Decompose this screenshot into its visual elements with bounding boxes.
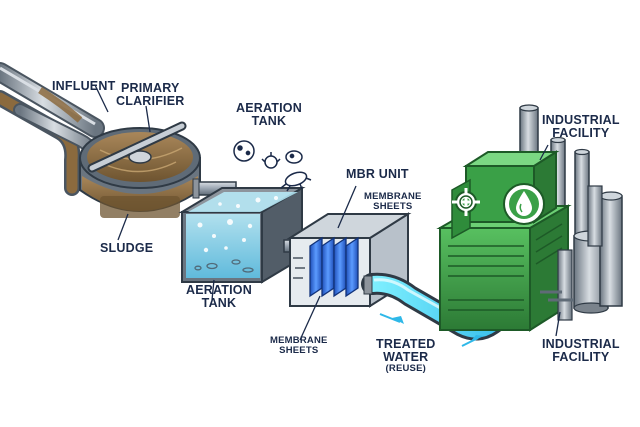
membrane-sheets-bottom-label-line2: SHEETS	[279, 344, 319, 356]
industrial-facility-top-label: INDUSTRIAL FACILITY	[542, 113, 620, 141]
primary-clarifier-label: PRIMARY CLARIFIER	[116, 81, 185, 109]
membrane-sheets-bottom-label: MEMBRANE SHEETS	[270, 336, 328, 356]
industrial-facility-bottom-label-line1: INDUSTRIAL	[542, 337, 620, 351]
treated-water-label: TREATED WATER (REUSE)	[376, 337, 436, 375]
treated-water-label-line3: (REUSE)	[385, 363, 426, 375]
membrane-sheets-top-label: MEMBRANE SHEETS	[364, 192, 422, 212]
water-drop-icon	[503, 183, 545, 225]
aeration-tank-bottom-label-line1: AERATION	[186, 283, 252, 297]
influent-label: INFLUENT	[52, 79, 116, 93]
membrane-sheets-bottom-label-line1: MEMBRANE	[270, 335, 328, 346]
sludge-label: SLUDGE	[100, 241, 154, 255]
primary-clarifier-label-line2: CLARIFIER	[116, 94, 185, 109]
industrial-facility	[436, 104, 623, 332]
industrial-facility-top-label-line1: INDUSTRIAL	[542, 113, 620, 127]
aeration-tank-top-label-line2: TANK	[251, 114, 287, 129]
mbr-unit-label: MBR UNIT	[346, 167, 409, 181]
flow-arrow-icon	[379, 313, 484, 347]
recycle-gear-icon	[452, 188, 480, 216]
aeration-tank-top-label: AERATION TANK	[236, 101, 302, 129]
membrane-sheets	[309, 236, 359, 298]
industrial-facility-bottom-label-line2: FACILITY	[552, 350, 610, 365]
leader-lines	[94, 84, 561, 341]
aeration-tank-top-label-line1: AERATION	[236, 101, 302, 115]
membrane-sheets-top-label-line1: MEMBRANE	[364, 191, 422, 202]
aeration-tank	[178, 186, 306, 284]
primary-clarifier-label-line1: PRIMARY	[120, 81, 180, 95]
primary-clarifier	[79, 121, 201, 218]
industrial-facility-top-label-line2: FACILITY	[552, 126, 610, 141]
aeration-tank-bottom-label: AERATION TANK	[186, 283, 252, 311]
industrial-facility-bottom-label: INDUSTRIAL FACILITY	[542, 337, 620, 365]
membrane-sheets-top-label-line2: SHEETS	[373, 200, 413, 212]
treated-water-label-line1: TREATED	[376, 337, 436, 351]
aeration-tank-bottom-label-line2: TANK	[201, 296, 237, 311]
microbe-icon	[233, 140, 312, 192]
treated-water-label-line2: WATER	[383, 350, 429, 365]
